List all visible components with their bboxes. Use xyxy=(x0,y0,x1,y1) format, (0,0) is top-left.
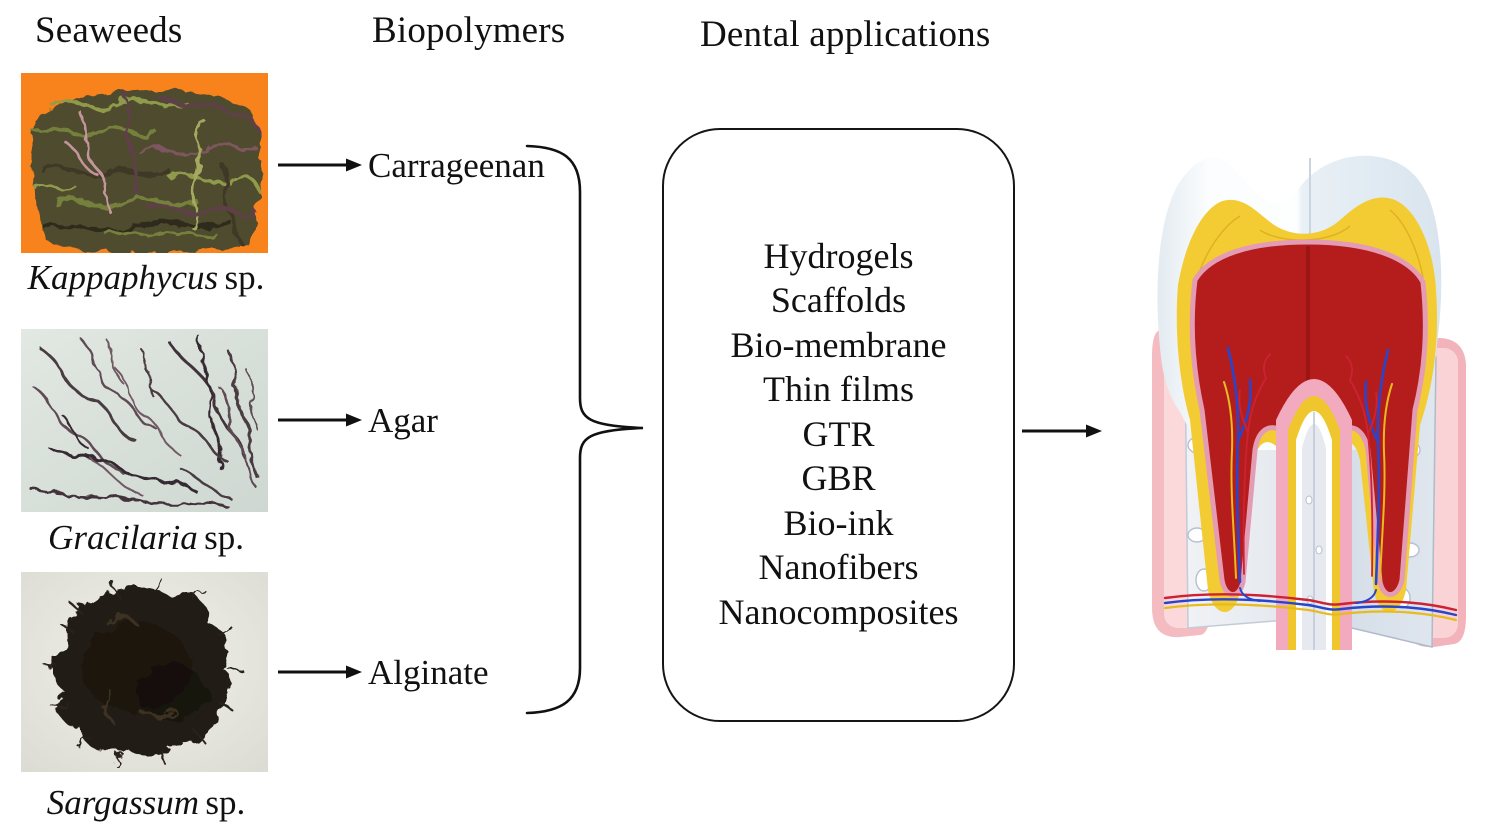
biopolymers-header: Biopolymers xyxy=(372,10,566,51)
dental-applications-header: Dental applications xyxy=(700,14,991,55)
dental-application-item: Scaffolds xyxy=(770,280,907,321)
dental-application-item: Hydrogels xyxy=(763,235,914,276)
genus-name: Sargassum xyxy=(46,783,200,822)
dental-application-item: GTR xyxy=(802,413,875,454)
dental-application-item: Nanocomposites xyxy=(718,591,959,632)
genus-name: Kappaphycus xyxy=(27,258,219,297)
species-suffix: sp. xyxy=(204,518,244,557)
genus-name: Gracilaria xyxy=(48,518,198,557)
arrow-kappaphycus-to-carrageenan-icon xyxy=(278,158,362,172)
arrow-sargassum-to-alginate-icon xyxy=(278,665,362,679)
gracilaria-photo xyxy=(21,329,268,512)
inter-root-arch xyxy=(1276,379,1352,650)
dental-application-item: GBR xyxy=(801,458,876,499)
curly-brace xyxy=(525,144,644,715)
dental-applications-box: Hydrogels Scaffolds Bio-membrane Thin fi… xyxy=(662,128,1015,722)
biopolymer-carrageenan: Carrageenan xyxy=(368,146,545,185)
dental-application-item: Thin films xyxy=(763,369,914,410)
arrow-gracilaria-to-agar-icon xyxy=(278,413,362,427)
species-suffix: sp. xyxy=(205,783,246,822)
arrow-box-to-tooth-icon xyxy=(1022,424,1102,438)
species-suffix: sp. xyxy=(224,258,265,297)
nerves-and-vessels xyxy=(1163,346,1458,622)
dental-application-item: Nanofibers xyxy=(758,547,919,588)
kappaphycus-photo xyxy=(21,73,268,253)
biopolymer-agar: Agar xyxy=(368,401,438,440)
seaweeds-header: Seaweeds xyxy=(35,10,183,51)
biopolymer-alginate: Alginate xyxy=(368,653,489,692)
tooth-cross-section-illustration xyxy=(1140,150,1476,670)
sargassum-photo xyxy=(21,572,268,772)
nerve-bundle-bottom xyxy=(1163,587,1458,622)
dental-application-item: Bio-membrane xyxy=(730,324,947,365)
dental-application-item: Bio-ink xyxy=(783,502,894,543)
